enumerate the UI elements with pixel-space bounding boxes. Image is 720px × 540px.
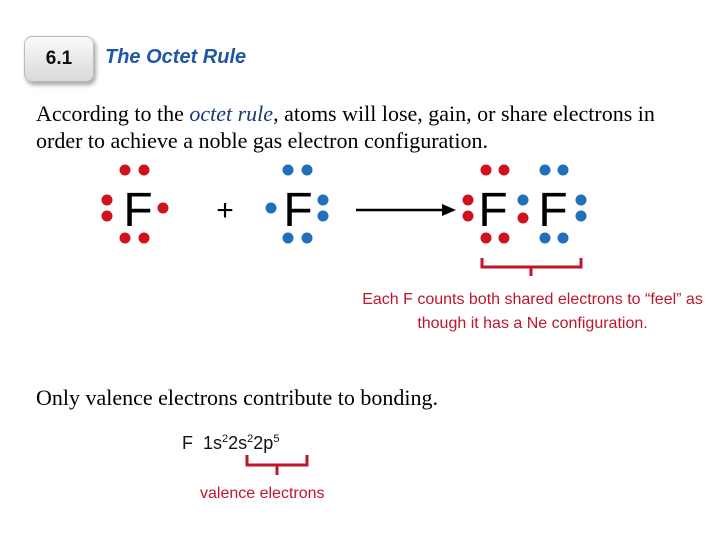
electron-dot [498, 164, 510, 176]
slide-title: The Octet Rule [105, 46, 247, 68]
config-2p: 2p [253, 433, 274, 453]
intro-emphasis: octet rule [189, 101, 274, 126]
config-2s: 2s [228, 433, 248, 453]
config-2s-exponent: 2 [247, 433, 254, 445]
electron-dot [480, 232, 492, 244]
electron-dot [119, 164, 131, 176]
electron-dot [462, 210, 474, 222]
electron-dot [557, 232, 569, 244]
intro-paragraph: According to the octet rule, atoms will … [36, 100, 706, 154]
valence-electrons-label: valence electrons [200, 485, 325, 502]
intro-text-end: , atoms will lose, gain, or share electr… [36, 101, 655, 153]
electron-dot [157, 202, 169, 214]
reaction-arrow [356, 204, 456, 216]
electron-dot [101, 210, 113, 222]
valence-note: Only valence electrons contribute to bon… [36, 385, 438, 410]
electron-dot [480, 164, 492, 176]
electron-dot [282, 232, 294, 244]
valence-bracket [245, 455, 309, 475]
electron-dot [301, 164, 313, 176]
electron-dot [517, 194, 529, 206]
shared-electrons-caption: Each F counts both shared electrons to “… [362, 291, 703, 332]
section-badge: 6.1 [24, 36, 94, 82]
electrons-left-atom [101, 164, 169, 244]
lewis-dot-diagram: F + F F F [101, 164, 587, 276]
atom-f-right: F [283, 184, 312, 237]
molecule-f-right: F [538, 184, 567, 237]
electron-dot [539, 164, 551, 176]
intro-text-start: According to the [36, 101, 190, 126]
config-1s: 1s [203, 433, 223, 453]
electron-dot [557, 164, 569, 176]
config-1s-exponent: 2 [222, 433, 229, 445]
electron-dot [317, 194, 329, 206]
electron-dot [138, 164, 150, 176]
plus-sign: + [216, 194, 234, 227]
electron-dot [138, 232, 150, 244]
config-2p-exponent: 5 [273, 433, 280, 445]
molecule-bracket [480, 258, 583, 276]
electron-dot [317, 210, 329, 222]
config-element: F [182, 433, 193, 453]
electrons-molecule-blue [517, 164, 587, 244]
electron-dot [575, 210, 587, 222]
electrons-right-atom [265, 164, 329, 244]
atom-f-left: F [123, 184, 152, 237]
electron-dot [539, 232, 551, 244]
electrons-molecule-red [462, 164, 529, 244]
electron-dot [462, 194, 474, 206]
electron-dot [119, 232, 131, 244]
electron-configuration: F 1s22s22p5 [182, 433, 279, 454]
electron-dot [282, 164, 294, 176]
electron-dot [265, 202, 277, 214]
electron-dot [101, 194, 113, 206]
section-number: 6.1 [45, 48, 73, 69]
electron-dot [517, 212, 529, 224]
electron-dot [575, 194, 587, 206]
molecule-f-left: F [478, 184, 507, 237]
electron-dot [498, 232, 510, 244]
electron-dot [301, 232, 313, 244]
